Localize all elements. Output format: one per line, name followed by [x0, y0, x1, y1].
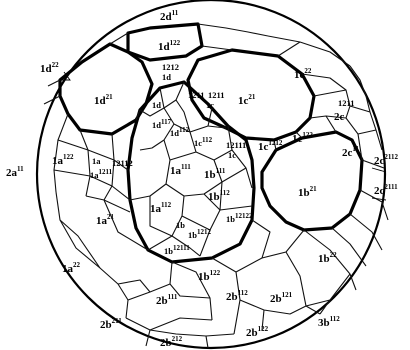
label-1a111: 1a111 [170, 163, 191, 177]
label-1d21: 1d21 [94, 93, 113, 107]
label-2c2112: 2c2112 [374, 153, 399, 167]
label-1a12112: 12112 [112, 158, 133, 168]
label-1a-a: 1a [92, 156, 101, 166]
label-2c11: 2c11 [342, 145, 360, 159]
label-1d1211: 1211 [188, 90, 205, 100]
label-1d22: 1d22 [40, 61, 59, 75]
label-1d112: 1d112 [170, 126, 190, 138]
label-2b112: 2b112 [226, 289, 248, 303]
label-1b122: 1b122 [198, 269, 221, 283]
label-1a1211: 1a1211 [90, 168, 113, 180]
label-1c1211-top: 1211 [208, 90, 225, 100]
label-1c21: 1c21 [238, 93, 256, 107]
label-1a112: 1a112 [150, 201, 172, 215]
label-1b1212: 1b1212 [188, 228, 211, 240]
label-2c: 2c [334, 111, 345, 123]
label-1b111: 1b111 [204, 167, 226, 181]
label-1a122: 1a122 [52, 153, 74, 167]
label-1c112: 1c112 [194, 136, 213, 148]
label-1b21: 1b21 [298, 185, 317, 199]
label-3b112: 3b112 [318, 315, 340, 329]
label-2c1211: 1211 [338, 98, 355, 108]
label-1b-a: 1b [176, 220, 185, 230]
label-1b22: 1b22 [318, 251, 337, 265]
label-2b122: 2b122 [246, 325, 269, 339]
label-1c122: 1c122 [292, 131, 313, 145]
label-1d-b: 1d [152, 100, 161, 110]
cell-boundaries [44, 24, 388, 348]
label-1b112: 1b112 [208, 189, 230, 203]
label-1a22: 1a22 [62, 261, 81, 275]
label-2b121: 2b121 [270, 291, 293, 305]
label-1d122: 1d122 [158, 39, 181, 53]
label-1c-b: 1c [228, 150, 236, 160]
label-1b12111: 1b12111 [164, 244, 190, 256]
label-1d-a: 1d [162, 72, 171, 82]
label-2b212: 2b212 [160, 335, 183, 349]
label-1c1212: 1c1212 [258, 139, 283, 153]
label-1a21: 1a21 [96, 213, 115, 227]
label-1d1212: 1212 [162, 62, 179, 72]
label-1d117: 1d117 [152, 118, 172, 130]
label-1c22: 1c22 [294, 67, 312, 81]
label-1b12122: 1b12122 [226, 212, 253, 224]
label-2b111: 2b111 [156, 293, 178, 307]
label-2a11: 2a11 [6, 165, 24, 179]
label-1c1211-base: 1c [206, 100, 214, 110]
label-2d11: 2d11 [160, 9, 179, 23]
label-1c12111: 12111 [226, 140, 246, 150]
label-2b211: 2b211 [100, 317, 122, 331]
label-2c2111: 2c2111 [374, 183, 398, 197]
